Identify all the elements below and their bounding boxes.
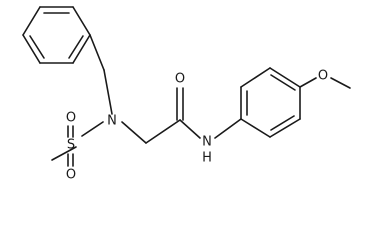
methoxy-bonds bbox=[299, 77, 351, 89]
atom-label-n-sulfonamide: N bbox=[107, 114, 117, 129]
atom-label-s-sulfonyl: S bbox=[67, 138, 75, 153]
atom-label-o-methoxy: O bbox=[318, 69, 328, 84]
methoxyphenyl-ring bbox=[240, 67, 301, 138]
atom-label-o-sulfonyl-top: O bbox=[66, 111, 76, 126]
chemical-structure: N S O O O N H O bbox=[22, 6, 351, 183]
sulfonyl-bonds bbox=[51, 121, 104, 167]
amide-chain bbox=[121, 87, 201, 144]
atom-label-o-sulfonyl-bottom: O bbox=[66, 168, 76, 183]
benzyl-ring bbox=[22, 6, 91, 64]
benzyl-ch2 bbox=[89, 34, 113, 115]
atom-label-n-amide: N bbox=[202, 135, 212, 150]
atom-label-h-amide: H bbox=[202, 151, 212, 166]
atom-label-o-carbonyl: O bbox=[175, 72, 185, 87]
anilide-bond bbox=[214, 118, 242, 139]
